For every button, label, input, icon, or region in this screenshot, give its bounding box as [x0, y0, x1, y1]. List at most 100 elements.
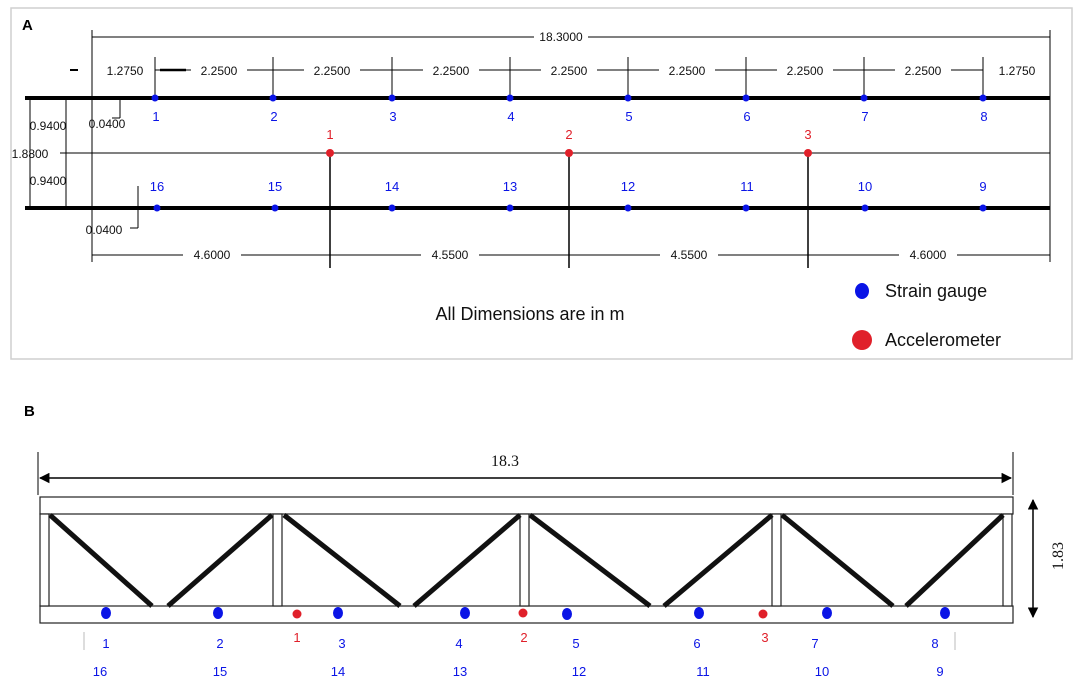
elevation-label-11: 11	[696, 664, 710, 679]
strain-gauge-6-marker	[742, 94, 750, 102]
top-gauge-label-5: 5	[625, 109, 632, 124]
legend: Strain gauge Accelerometer	[852, 281, 1001, 350]
panel-b-label: B	[24, 403, 35, 420]
elevation-label-15: 15	[213, 664, 227, 679]
bottom-gauge-label-10: 10	[858, 179, 872, 194]
elevation-gauge-5-marker	[562, 608, 572, 620]
gauge-spacing-label-3: 2.2500	[433, 64, 470, 78]
panel-a: A 18.3000 1.2750 2.2500 2.2500 2.2500	[10, 7, 1073, 360]
gauge-spacing-label-1: 2.2500	[201, 64, 238, 78]
elevation-gauge-7-marker	[822, 607, 832, 619]
gauge-spacing-label-5: 2.2500	[669, 64, 706, 78]
strain-gauge-4-marker	[506, 94, 514, 102]
elevation-label-14: 14	[331, 664, 345, 679]
elevation-gauge-2-marker	[213, 607, 223, 619]
truss-verticals	[39, 513, 1013, 607]
elevation-accelerometer-2-marker	[518, 608, 528, 618]
accelerometer-label-1: 1	[326, 127, 333, 142]
strain-gauge-9-marker	[979, 204, 987, 212]
elevation-label-1: 1	[102, 636, 109, 651]
right-end-offset-label: 1.2750	[999, 64, 1036, 78]
accelerometers-plan	[326, 149, 812, 157]
top-half-width-label: 0.9400	[30, 119, 67, 133]
top-gauge-label-2: 2	[270, 109, 277, 124]
elevation-gauge-1-marker	[101, 607, 111, 619]
bottom-gauge-label-15: 15	[268, 179, 282, 194]
elevation-gauge-8-marker	[940, 607, 950, 619]
strain-gauge-12-marker	[624, 204, 632, 212]
strain-gauge-15-marker	[271, 204, 279, 212]
top-strain-gauges	[151, 94, 987, 102]
gauge-spacing-label-4: 2.2500	[551, 64, 588, 78]
bottom-gauge-label-13: 13	[503, 179, 517, 194]
elevation-accel-label-2: 2	[520, 630, 527, 645]
elevation-label-2: 2	[216, 636, 223, 651]
bottom-gauge-label-14: 14	[385, 179, 399, 194]
elevation-strain-gauges	[101, 607, 950, 620]
elevation-label-7: 7	[811, 636, 818, 651]
top-gauge-label-3: 3	[389, 109, 396, 124]
overall-span-label: 18.3000	[539, 30, 583, 44]
elevation-label-6: 6	[693, 636, 700, 651]
elevation-gauge-6-marker	[694, 607, 704, 619]
strain-gauge-14-marker	[388, 204, 396, 212]
bottom-half-width-label: 0.9400	[30, 174, 67, 188]
gauge-spacing-label-6: 2.2500	[787, 64, 824, 78]
bottom-edge-offset-label: 0.0400	[86, 223, 123, 237]
gauge-spacing-label-2: 2.2500	[314, 64, 351, 78]
span-label: 18.3	[491, 453, 519, 470]
elevation-label-12: 12	[572, 664, 586, 679]
elevation-label-10: 10	[815, 664, 829, 679]
total-width-label: 1.8800	[12, 147, 49, 161]
elevation-label-9: 9	[936, 664, 943, 679]
legend-accelerometer-swatch	[852, 330, 872, 350]
elevation-accelerometers	[292, 608, 768, 619]
elevation-accel-label-3: 3	[761, 630, 768, 645]
strain-gauge-3-marker	[388, 94, 396, 102]
elevation-accelerometer-3-marker	[758, 609, 768, 619]
elevation-accel-label-1: 1	[293, 630, 300, 645]
accelerometer-label-2: 2	[565, 127, 572, 142]
bottom-gauge-label-12: 12	[621, 179, 635, 194]
elevation-label-16: 16	[93, 664, 107, 679]
left-end-offset-label: 1.2750	[107, 64, 144, 78]
truss-diagonals	[48, 513, 1005, 608]
top-gauge-label-8: 8	[980, 109, 987, 124]
gauge-spacing-dimensions	[70, 57, 984, 98]
elevation-gauge-4-marker	[460, 607, 470, 619]
height-label: 1.83	[1050, 542, 1067, 570]
strain-gauge-5-marker	[624, 94, 632, 102]
top-edge-offset-label: 0.0400	[89, 117, 126, 131]
accelerometer-2-marker	[565, 149, 573, 157]
units-note: All Dimensions are in m	[435, 304, 624, 324]
accelerometer-1-marker	[326, 149, 334, 157]
panel-a-label: A	[22, 17, 33, 34]
accel-spacing-label-4: 4.6000	[910, 248, 947, 262]
panel-b: B 18.3 1.83	[24, 403, 1067, 679]
accel-spacing-label-2: 4.5500	[432, 248, 469, 262]
accel-spacing-label-3: 4.5500	[671, 248, 708, 262]
bottom-gauge-label-16: 16	[150, 179, 164, 194]
top-gauge-label-7: 7	[861, 109, 868, 124]
legend-accelerometer-label: Accelerometer	[885, 330, 1001, 350]
strain-gauge-16-marker	[153, 204, 161, 212]
strain-gauge-7-marker	[860, 94, 868, 102]
top-chord	[39, 496, 1014, 515]
accel-spacing-label-1: 4.6000	[194, 248, 231, 262]
strain-gauge-8-marker	[979, 94, 987, 102]
legend-strain-gauge-label: Strain gauge	[885, 281, 987, 301]
top-gauge-label-1: 1	[152, 109, 159, 124]
accelerometer-label-3: 3	[804, 127, 811, 142]
strain-gauge-2-marker	[269, 94, 277, 102]
bottom-gauge-label-9: 9	[979, 179, 986, 194]
strain-gauge-10-marker	[861, 204, 869, 212]
top-gauge-label-4: 4	[507, 109, 514, 124]
transverse-dimensions	[29, 98, 139, 229]
elevation-accelerometer-1-marker	[292, 609, 302, 619]
elevation-label-4: 4	[455, 636, 462, 651]
elevation-label-8: 8	[931, 636, 938, 651]
elevation-label-5: 5	[572, 636, 579, 651]
elevation-label-3: 3	[338, 636, 345, 651]
elevation-label-13: 13	[453, 664, 467, 679]
